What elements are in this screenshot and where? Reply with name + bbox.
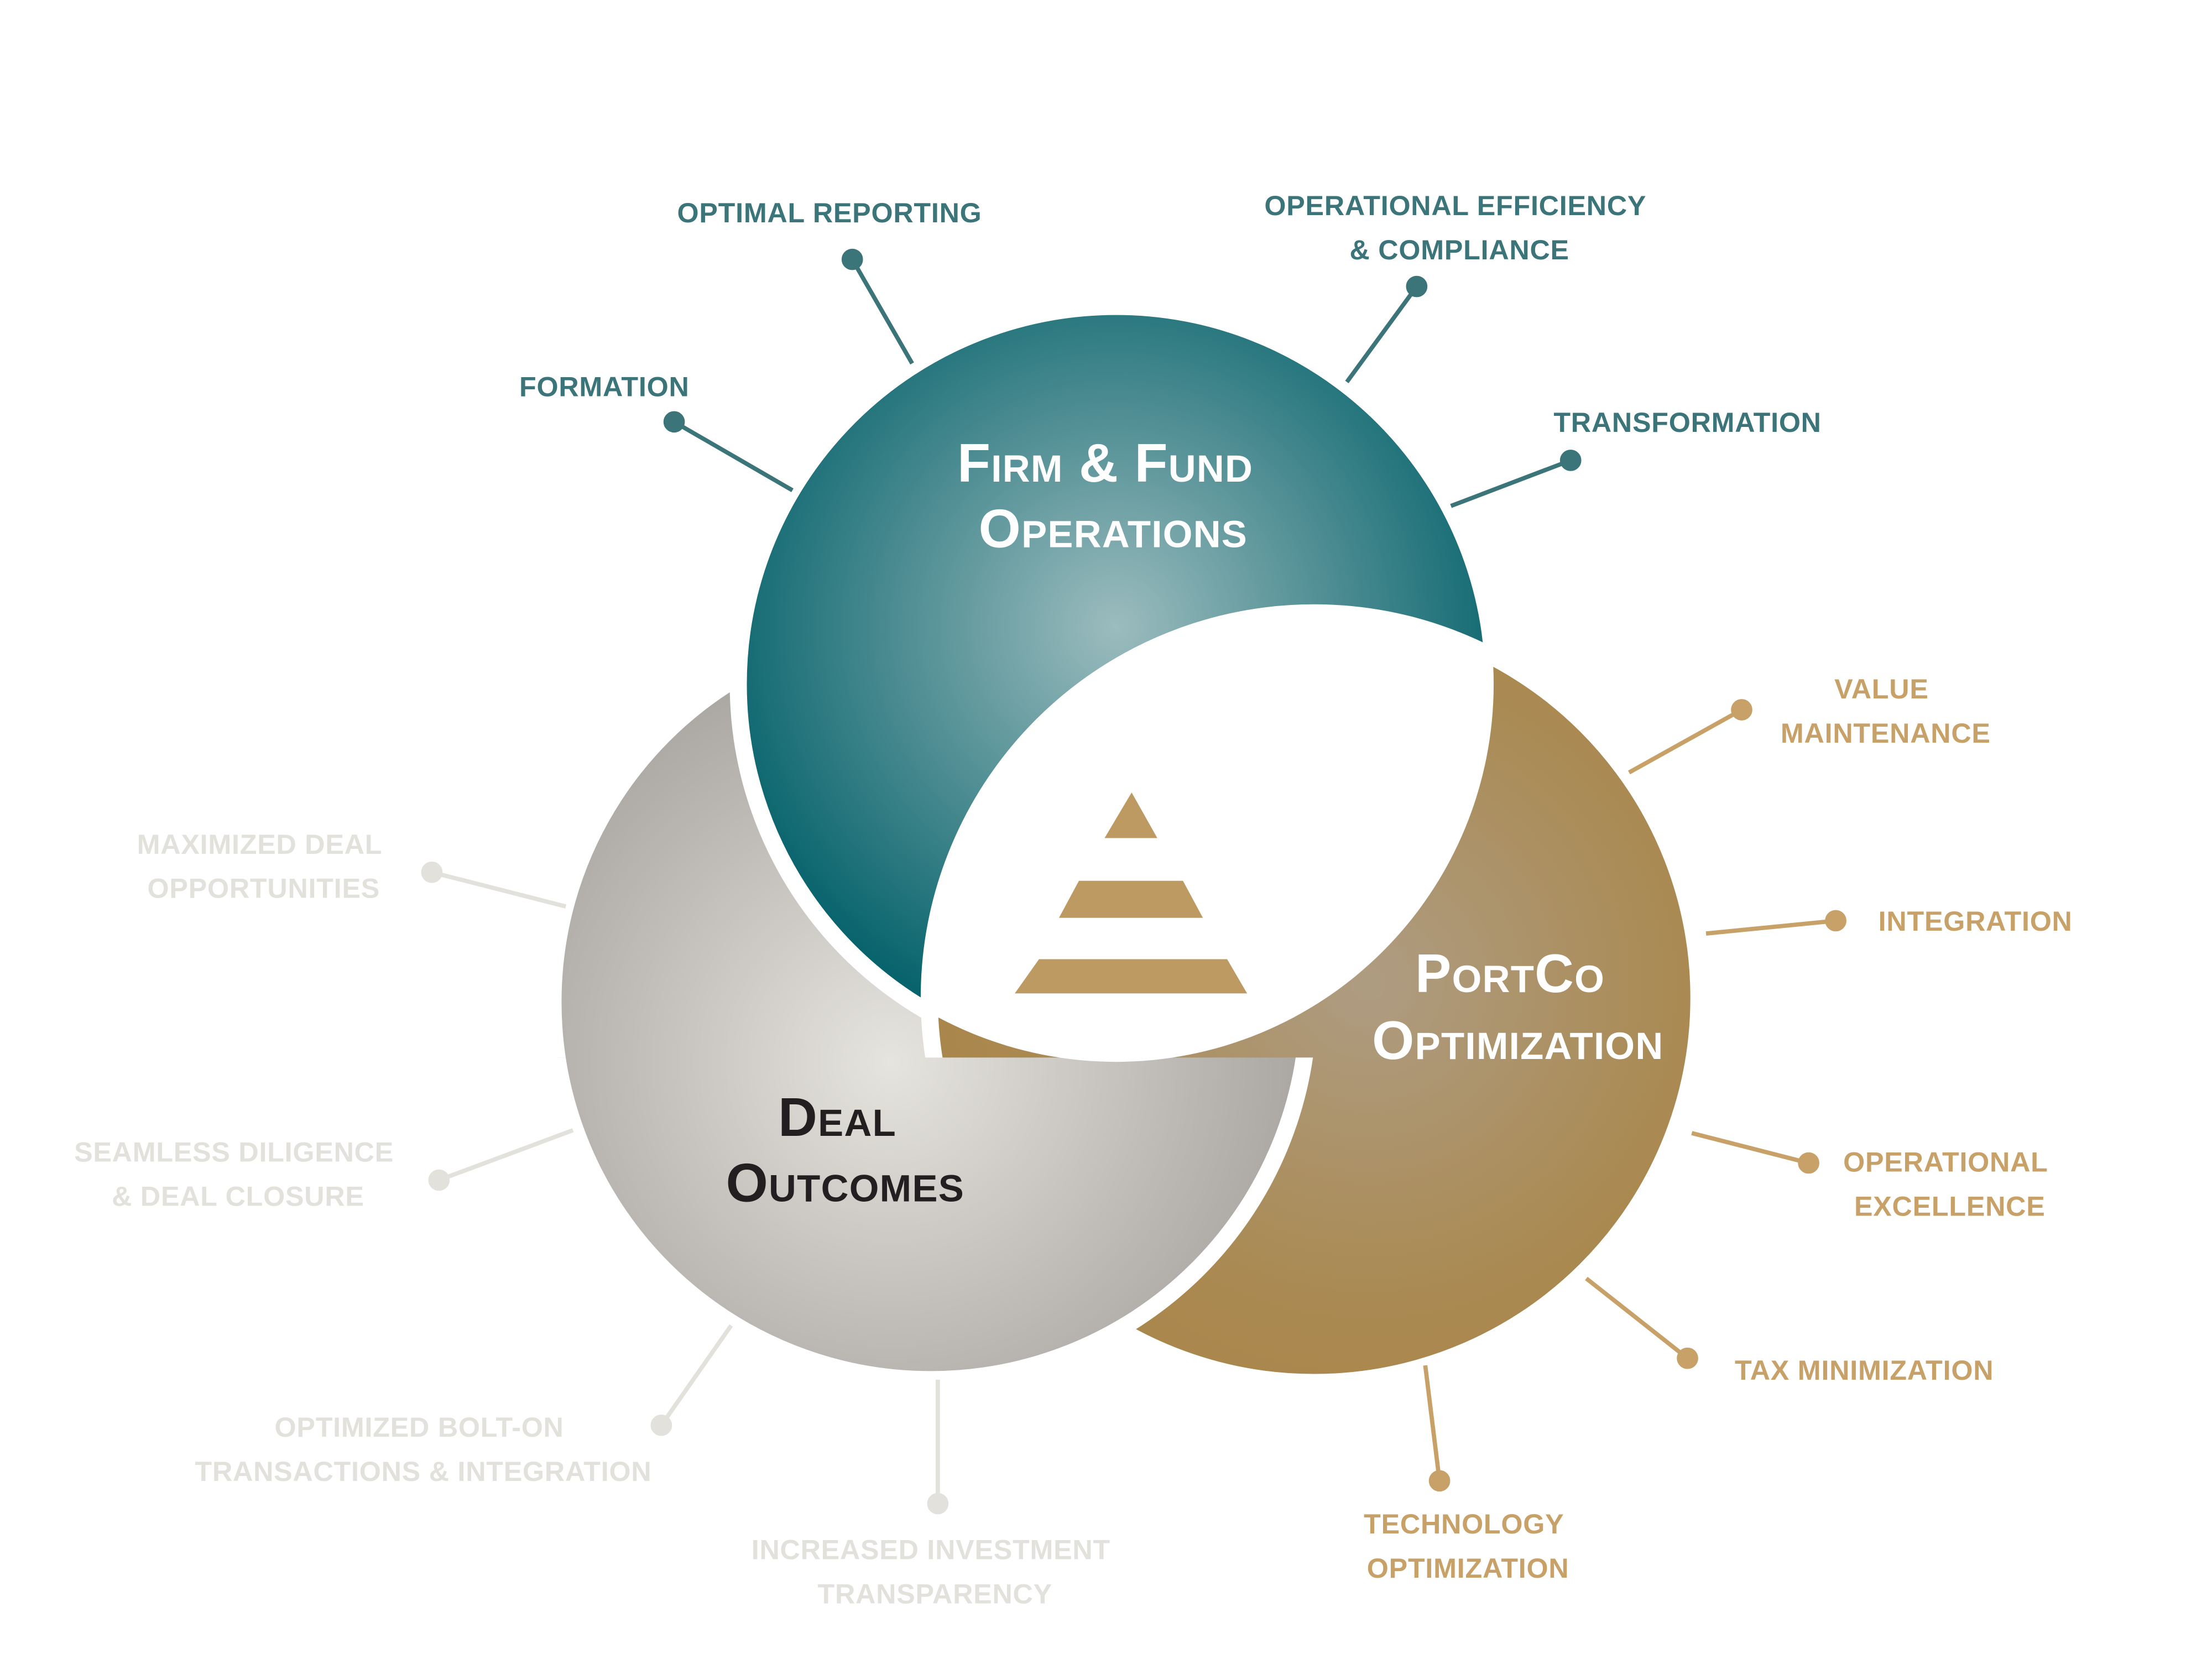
- connector-dot: [1428, 1470, 1451, 1492]
- label-value-maintenance: VALUE MAINTENANCE: [1781, 674, 1991, 749]
- connector-dot: [1406, 275, 1428, 298]
- label-operational-efficiency: OPERATIONAL EFFICIENCY & COMPLIANCE: [1264, 190, 1655, 265]
- label-transformation: TRANSFORMATION: [1553, 407, 1821, 438]
- connector-dot: [1825, 910, 1846, 932]
- label-optimized-bolt-on: OPTIMIZED BOLT-ON TRANSACTIONS & INTEGRA…: [195, 1412, 651, 1487]
- label-technology-optimization: TECHNOLOGY OPTIMIZATION: [1364, 1509, 1572, 1584]
- connector-dot: [1798, 1152, 1819, 1174]
- pyramid-logo-icon: [1015, 792, 1248, 994]
- label-optimal-reporting: OPTIMAL REPORTING: [677, 197, 982, 228]
- label-tax-minimization: TAX MINIMIZATION: [1735, 1355, 1994, 1386]
- connector-dot: [1677, 1347, 1698, 1369]
- label-seamless-diligence: SEAMLESS DILIGENCE & DEAL CLOSURE: [74, 1137, 402, 1212]
- connector-dot: [421, 861, 443, 883]
- deal-outcomes-overlap: [549, 1057, 1313, 1389]
- label-operational-excellence: OPERATIONAL EXCELLENCE: [1843, 1147, 2056, 1222]
- connector-dot: [1559, 450, 1582, 471]
- connector-dot: [428, 1169, 450, 1191]
- connector-dot: [841, 248, 863, 270]
- firm-fund-title: Firm & Fund Operations: [957, 432, 1269, 559]
- label-formation: FORMATION: [519, 371, 689, 402]
- connector-dot: [650, 1414, 672, 1436]
- connector-dot: [927, 1493, 949, 1515]
- connector-dot: [1731, 699, 1752, 721]
- deal-outcomes-title: Deal Outcomes: [726, 1087, 964, 1213]
- portco-title: PortCo Optimization: [1372, 943, 1663, 1071]
- label-increased-investment-transparency: INCREASED INVESTMENT TRANSPARENCY: [752, 1535, 1119, 1610]
- connector-dot: [663, 411, 685, 433]
- label-integration: INTEGRATION: [1879, 906, 2073, 937]
- label-maximized-deal-opportunities: MAXIMIZED DEAL OPPORTUNITIES: [137, 829, 390, 904]
